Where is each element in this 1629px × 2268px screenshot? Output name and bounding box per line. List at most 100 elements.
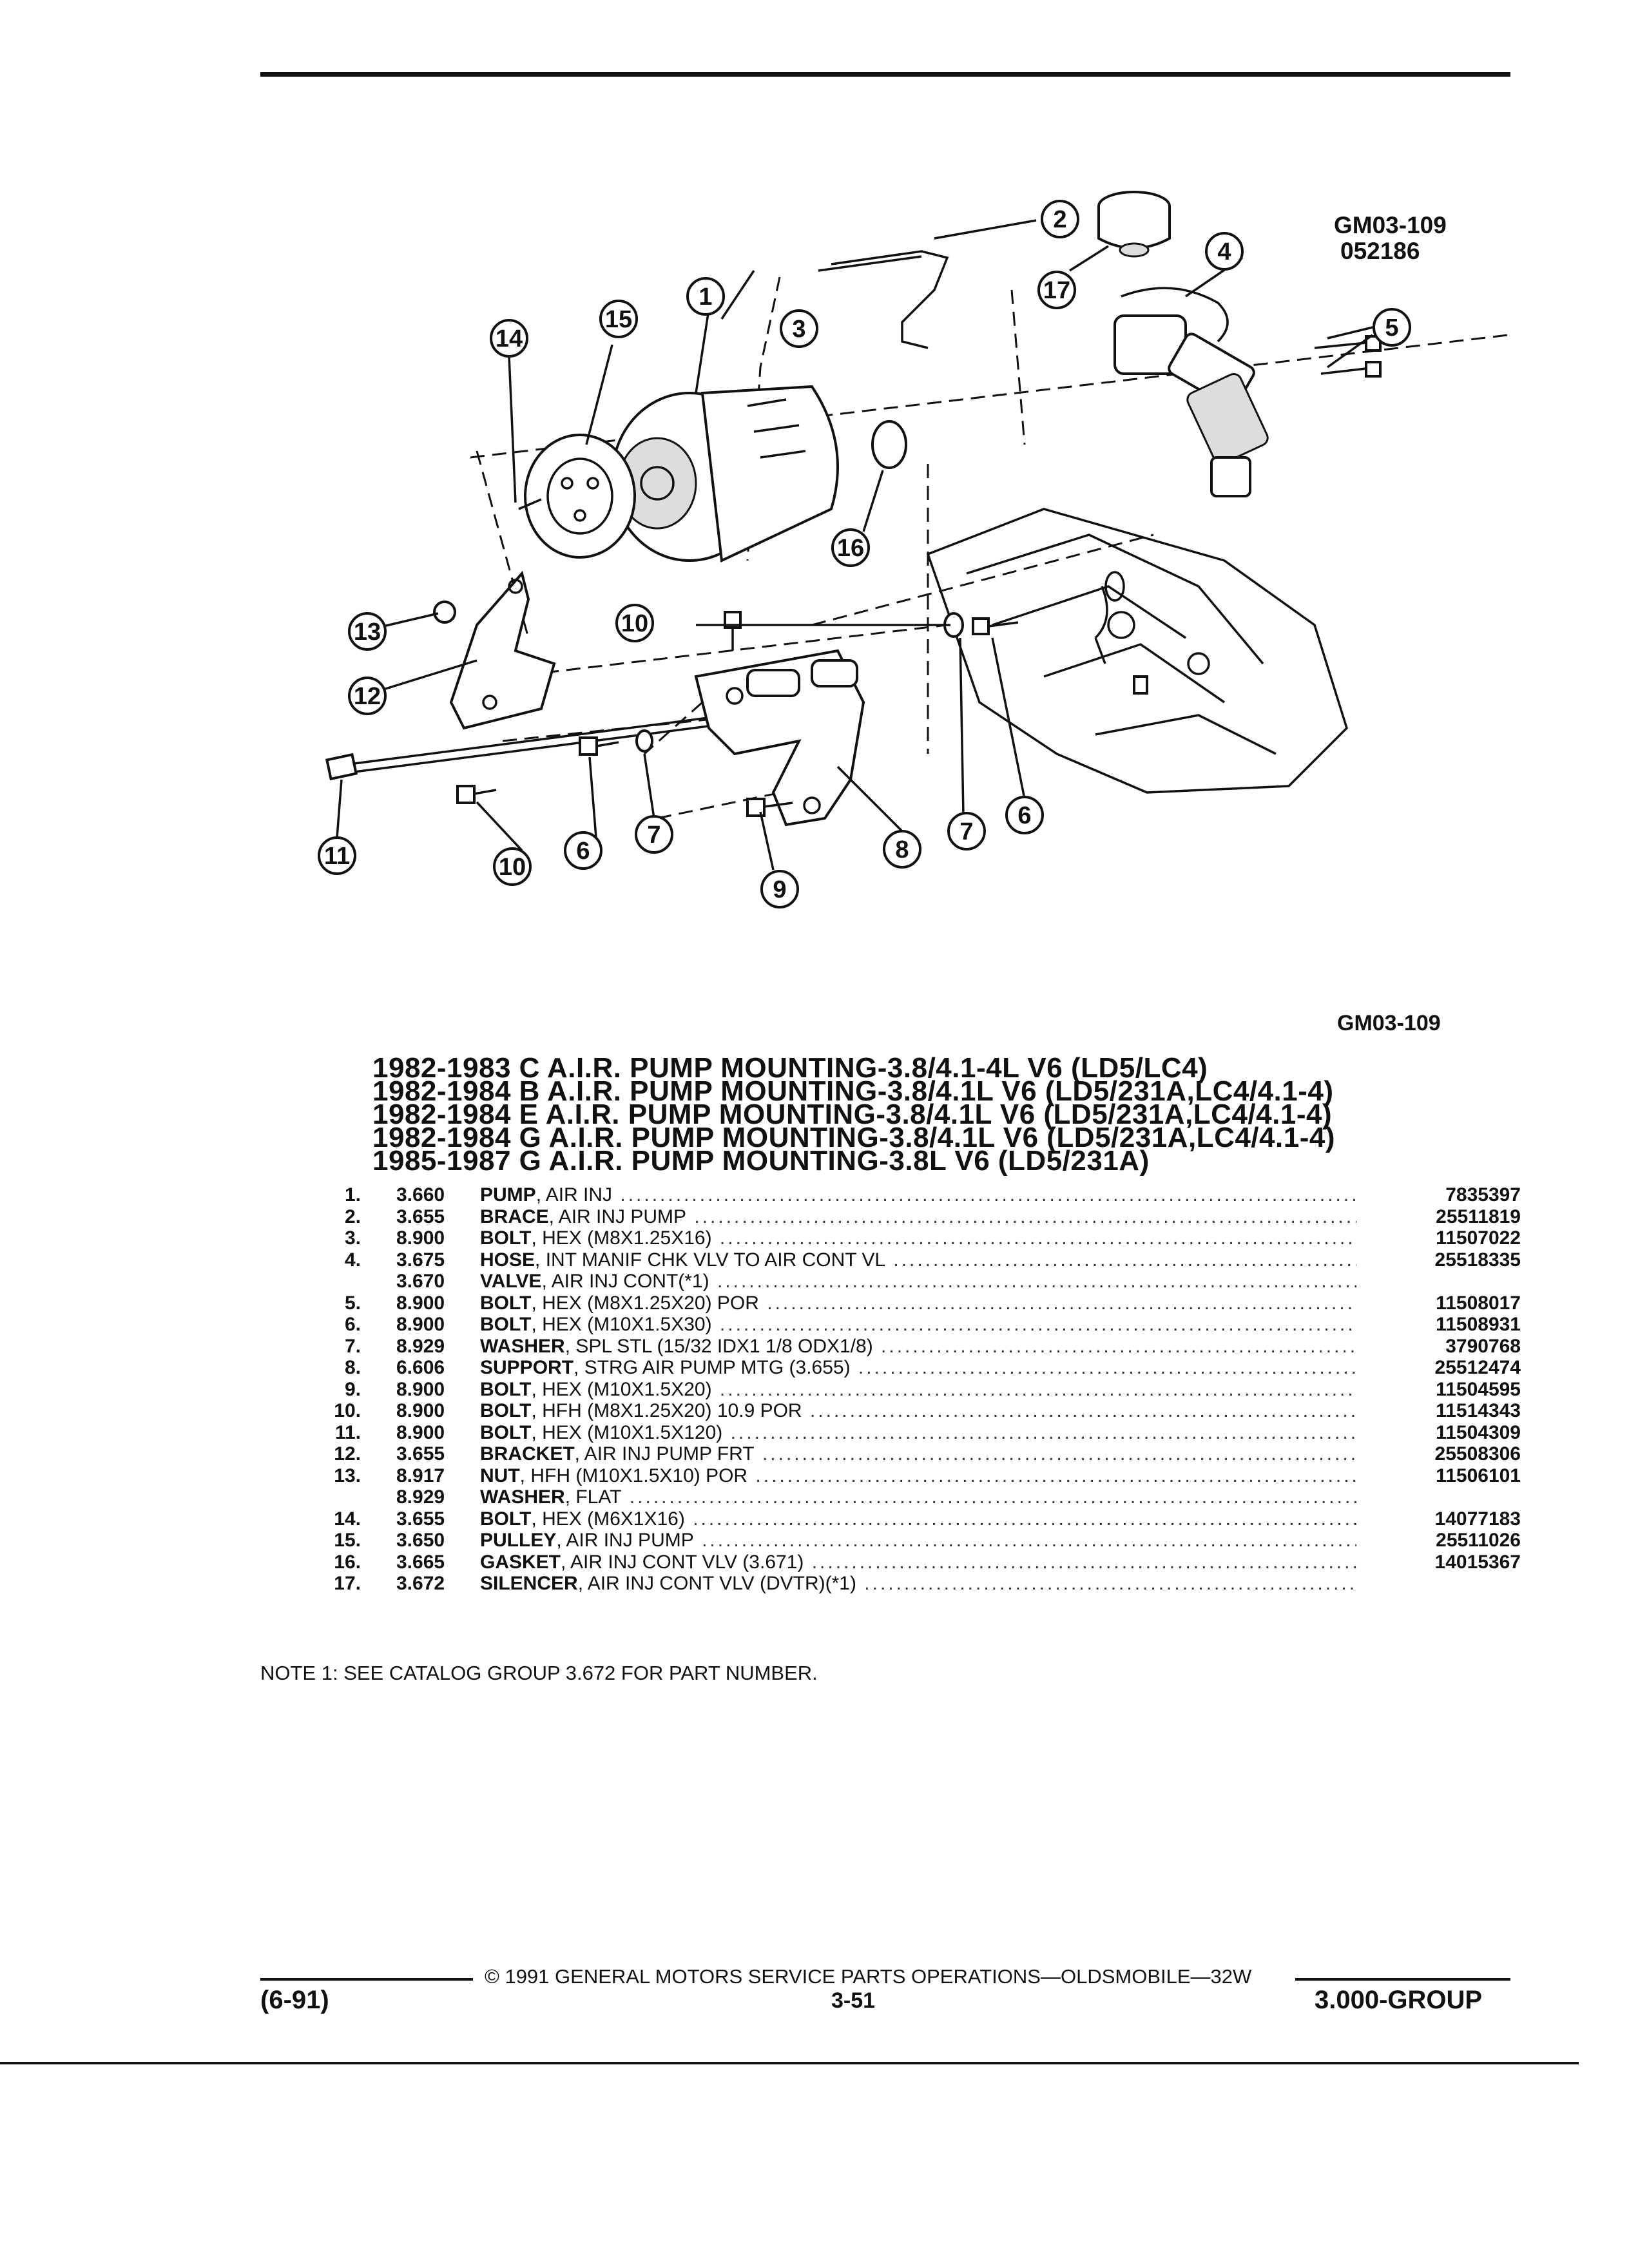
bracket-part <box>449 570 556 730</box>
catalog-group: 8.900 <box>396 1292 445 1314</box>
leader-dots: ........................................… <box>858 1357 1356 1378</box>
footer-rule-right <box>1295 1978 1510 1981</box>
part-description: BRACE, AIR INJ PUMP ....................… <box>480 1206 1356 1228</box>
callout-4: 4 <box>1205 232 1244 271</box>
air-pump-part <box>611 385 839 562</box>
callout-16: 16 <box>831 528 870 567</box>
svg-text:10: 10 <box>499 854 526 881</box>
part-name: BRACE <box>480 1206 549 1227</box>
footnote: NOTE 1: SEE CATALOG GROUP 3.672 FOR PART… <box>260 1662 818 1684</box>
silencer-part <box>1097 191 1171 258</box>
catalog-group: 8.900 <box>396 1421 445 1443</box>
svg-text:10: 10 <box>621 610 648 637</box>
group-label: 3.000-GROUP <box>1315 1986 1483 2014</box>
svg-text:14: 14 <box>496 325 523 352</box>
top-rule <box>260 72 1510 77</box>
catalog-group: 8.929 <box>396 1335 445 1357</box>
callout-13: 13 <box>348 612 387 651</box>
part-description: WASHER, FLAT ...........................… <box>480 1486 1356 1508</box>
bolt-11 <box>325 714 729 781</box>
nut-13 <box>433 601 456 624</box>
part-name: VALVE <box>480 1271 542 1292</box>
title-line: 1982-1983 C A.I.R. PUMP MOUNTING-3.8/4.1… <box>372 1052 1208 1084</box>
catalog-group: 8.917 <box>396 1465 445 1486</box>
part-description: PULLEY, AIR INJ PUMP ...................… <box>480 1530 1356 1552</box>
part-description: HOSE, INT MANIF CHK VLV TO AIR CONT VL .… <box>480 1249 1356 1271</box>
part-detail: , HEX (M8X1.25X20) POR <box>531 1292 759 1314</box>
part-number: 11507022 <box>1436 1227 1521 1249</box>
part-name: BOLT <box>480 1508 532 1530</box>
leader-dots: ........................................… <box>881 1335 1356 1357</box>
title-line: 1982-1984 B A.I.R. PUMP MOUNTING-3.8/4.1… <box>372 1075 1334 1107</box>
part-detail: , HEX (M10X1.5X20) <box>531 1378 712 1400</box>
catalog-group: 8.900 <box>396 1400 445 1421</box>
part-detail: , HFH (M8X1.25X20) 10.9 POR <box>531 1400 802 1421</box>
part-detail: , HEX (M10X1.5X30) <box>531 1314 712 1335</box>
part-description: GASKET, AIR INJ CONT VLV (3.671) .......… <box>480 1552 1356 1573</box>
part-name: SUPPORT <box>480 1357 574 1378</box>
part-name: WASHER <box>480 1486 565 1508</box>
callout-6b: 6 <box>1005 796 1044 834</box>
callout-5: 5 <box>1373 308 1411 347</box>
part-name: BOLT <box>480 1421 532 1443</box>
catalog-group: 3.672 <box>396 1573 445 1594</box>
parts-row: 8.929 WASHER, FLAT ......................… <box>303 1486 1521 1508</box>
catalog-group: 8.929 <box>396 1486 445 1508</box>
item-number: 16. <box>334 1551 361 1573</box>
air-control-valve <box>1113 287 1269 497</box>
part-detail: , FLAT <box>564 1486 622 1508</box>
exploded-parts-diagram: 1 2 3 4 5 6 7 8 9 10 10 11 12 13 14 15 1… <box>318 191 1508 908</box>
callout-11: 11 <box>318 836 356 875</box>
catalog-group: 8.900 <box>396 1314 445 1335</box>
catalog-group: 8.900 <box>396 1227 445 1249</box>
svg-text:12: 12 <box>354 683 381 710</box>
catalog-group: 3.650 <box>396 1530 445 1551</box>
part-description: SUPPORT, STRG AIR PUMP MTG (3.655) .....… <box>480 1357 1356 1379</box>
callout-7b: 7 <box>947 812 986 850</box>
callout-7a: 7 <box>635 815 673 854</box>
part-name: WASHER <box>480 1335 565 1357</box>
catalog-group: 3.655 <box>396 1206 445 1227</box>
part-name: HOSE <box>480 1249 535 1271</box>
part-name: GASKET <box>480 1551 561 1573</box>
gasket-part <box>871 420 907 469</box>
title-block: 1982-1983 C A.I.R. PUMP MOUNTING-3.8/4.1… <box>372 1052 1468 1175</box>
bottom-rule <box>0 2062 1579 2064</box>
part-number: 11506101 <box>1436 1465 1521 1486</box>
part-name: PUMP <box>480 1184 536 1206</box>
svg-text:5: 5 <box>1385 314 1398 341</box>
svg-text:16: 16 <box>837 535 864 562</box>
part-name: BOLT <box>480 1378 532 1400</box>
item-number: 12. <box>334 1443 361 1465</box>
part-number: 11504309 <box>1436 1421 1521 1443</box>
leader-dots: ........................................… <box>767 1292 1356 1314</box>
part-description: PUMP, AIR INJ ..........................… <box>480 1184 1356 1206</box>
svg-text:2: 2 <box>1053 206 1066 233</box>
part-description: NUT, HFH (M10X1.5X10) POR ..............… <box>480 1465 1356 1487</box>
part-detail: , AIR INJ PUMP <box>548 1206 687 1227</box>
part-description: SILENCER, AIR INJ CONT VLV (DVTR)(*1) ..… <box>480 1573 1356 1595</box>
item-number: 7. <box>344 1335 361 1357</box>
part-number: 25512474 <box>1434 1357 1521 1378</box>
item-number: 11. <box>334 1421 361 1443</box>
part-detail: , AIR INJ CONT VLV (DVTR)(*1) <box>577 1573 856 1594</box>
part-name: BOLT <box>480 1227 532 1249</box>
item-number: 4. <box>344 1249 361 1271</box>
leader-dots: ........................................… <box>730 1421 1356 1443</box>
bolts-5 <box>1314 335 1382 378</box>
svg-text:15: 15 <box>605 306 632 333</box>
catalog-group: 3.665 <box>396 1551 445 1573</box>
svg-text:6: 6 <box>1017 802 1031 829</box>
part-detail: , STRG AIR PUMP MTG (3.655) <box>574 1357 851 1378</box>
item-number: 3. <box>344 1227 361 1249</box>
part-detail: , INT MANIF CHK VLV TO AIR CONT VL <box>535 1249 886 1271</box>
part-number: 25511819 <box>1436 1206 1521 1227</box>
leader-dots: ........................................… <box>762 1443 1356 1465</box>
